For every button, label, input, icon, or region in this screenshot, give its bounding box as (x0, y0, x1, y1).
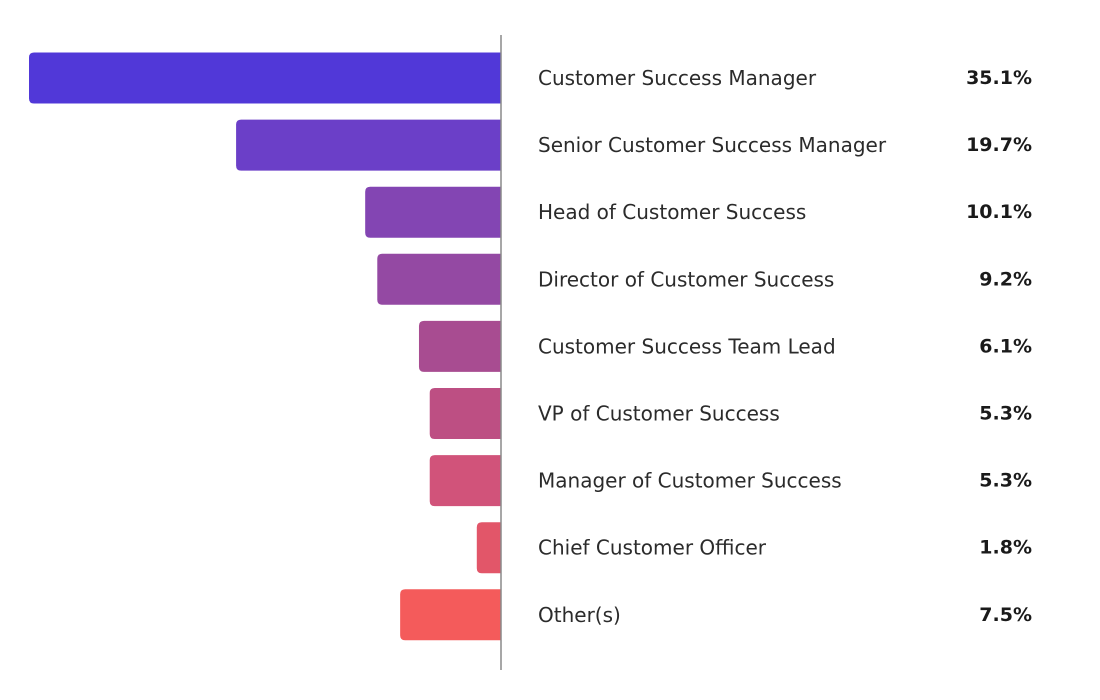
bar-9 (400, 589, 501, 641)
bar-8 (476, 522, 501, 574)
labels-layer: Customer Success Manager 35.1% Senior Cust… (538, 66, 1032, 627)
value-label-6: 5.3% (979, 403, 1032, 425)
bar-2 (236, 119, 501, 171)
value-label-9: 7.5% (979, 604, 1032, 626)
category-label-3: Head of Customer Success (538, 200, 806, 224)
category-label-9: Other(s) (538, 603, 621, 627)
category-label-7: Manager of Customer Success (538, 469, 842, 493)
category-label-5: Customer Success Team Lead (538, 334, 836, 358)
category-label-6: VP of Customer Success (538, 402, 780, 426)
bar-3 (365, 186, 501, 238)
bar-6 (429, 388, 501, 439)
value-label-3: 10.1% (966, 201, 1032, 223)
category-label-4: Director of Customer Success (538, 267, 834, 291)
bar-1 (29, 52, 501, 104)
category-label-8: Chief Customer Officer (538, 536, 767, 560)
bar-7 (429, 455, 501, 507)
category-label-1: Customer Success Manager (538, 66, 817, 90)
value-label-1: 35.1% (966, 67, 1032, 89)
bar-5 (418, 320, 501, 372)
value-label-8: 1.8% (979, 537, 1032, 559)
value-label-4: 9.2% (979, 268, 1032, 290)
category-label-2: Senior Customer Success Manager (538, 133, 887, 157)
bars-layer (29, 52, 501, 641)
value-label-2: 19.7% (966, 134, 1032, 156)
bar-4 (377, 253, 501, 305)
value-label-7: 5.3% (979, 470, 1032, 492)
value-label-5: 6.1% (979, 335, 1032, 357)
